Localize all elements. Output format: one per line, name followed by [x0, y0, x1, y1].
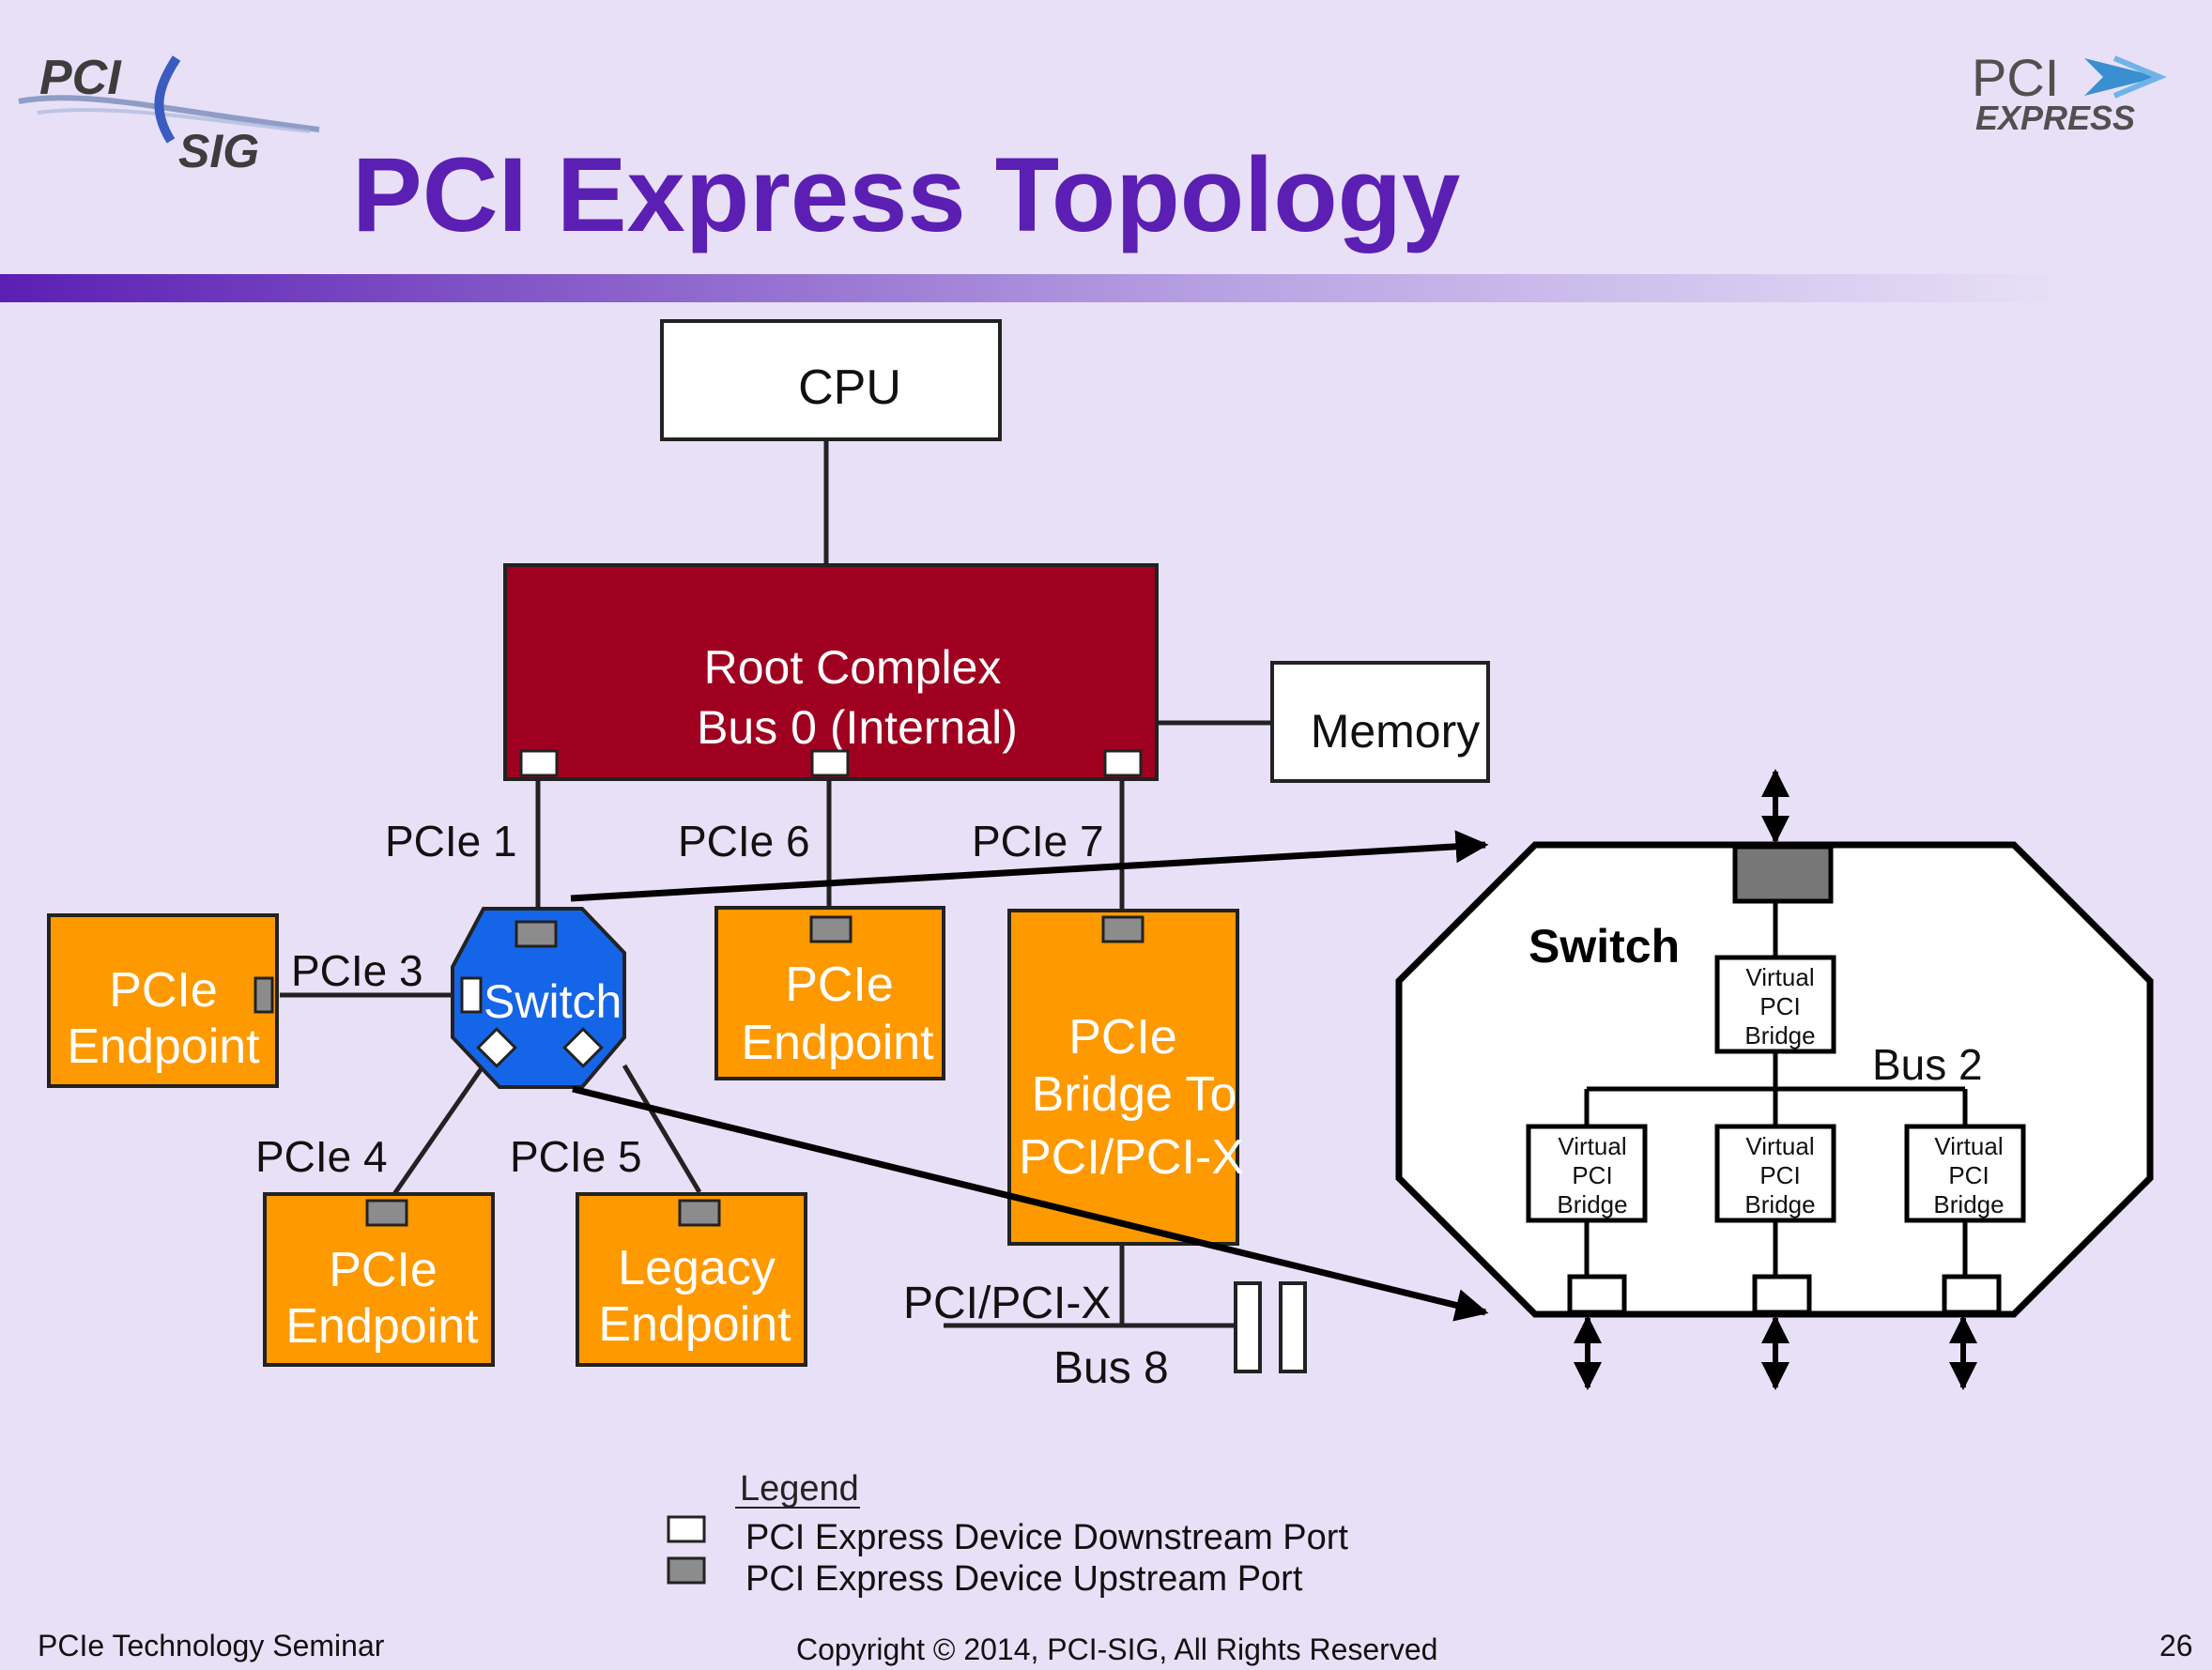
switch-detail-downstream-port-1 [1567, 1274, 1627, 1315]
vpb-center-line2: PCI [1759, 1161, 1800, 1189]
pcie-logo: PCI EXPRESS [1972, 48, 2167, 137]
switch-detail-title: Switch [1528, 920, 1680, 973]
vpb-right-line1: Virtual [1934, 1132, 2003, 1160]
switch-small: Switch [451, 907, 626, 1089]
cpu-box: CPU [660, 319, 1002, 441]
virtual-pci-bridge-left: Virtual PCI Bridge [1526, 1124, 1648, 1223]
root-downstream-port-1 [519, 749, 559, 777]
vpb-right-line3: Bridge [1933, 1190, 2004, 1218]
switch-detail: Switch Bus 2 Virtual PCI Bridge Virtual [1395, 769, 2154, 1390]
root-downstream-port-7 [1103, 749, 1143, 777]
legend-downstream-label: PCI Express Device Downstream Port [745, 1518, 1348, 1557]
footer-left: PCIe Technology Seminar [38, 1629, 385, 1662]
legend-downstream-swatch [667, 1515, 706, 1543]
bridge-upstream-port [1101, 915, 1144, 943]
legend: Legend PCI Express Device Downstream Por… [667, 1469, 1348, 1599]
vpb-center-line1: Virtual [1745, 1132, 1814, 1160]
pcie-logo-top-text: PCI [1972, 48, 2059, 107]
legacy-line1: Legacy [618, 1241, 776, 1295]
title-underline-bar [0, 274, 2066, 302]
switch-detail-upstream-port [1732, 844, 1834, 904]
page-title: PCI Express Topology [352, 136, 1460, 253]
endpoint-bottom-line2: Endpoint [285, 1299, 479, 1354]
switch-upstream-port [515, 920, 558, 948]
vpb-left-line1: Virtual [1558, 1132, 1626, 1160]
pcisig-logo: PCI SIG [18, 51, 320, 177]
endpoint-left-line1: PCIe [109, 963, 218, 1018]
vpb-top-line1: Virtual [1745, 963, 1814, 991]
root-complex-title: Root Complex [704, 641, 1002, 694]
pci-bus: PCI/PCI-X Bus 8 [903, 1279, 1307, 1393]
bridge-line2: Bridge To [1032, 1067, 1237, 1122]
footer-page-number: 26 [2159, 1629, 2193, 1662]
endpoint-middle-line2: Endpoint [741, 1016, 934, 1070]
virtual-pci-bridge-center: Virtual PCI Bridge [1714, 1124, 1836, 1223]
link-label-pcie4: PCIe 4 [255, 1132, 388, 1181]
endpoint-middle-upstream-port [809, 915, 853, 943]
pci-slot-1 [1234, 1281, 1262, 1373]
link-label-pcie6: PCIe 6 [678, 817, 810, 866]
link-label-pcie5: PCIe 5 [510, 1132, 642, 1181]
memory-label: Memory [1311, 705, 1481, 758]
endpoint-left-line2: Endpoint [67, 1019, 260, 1074]
switch-downstream-port-bottom-left [476, 1027, 517, 1068]
pcie-bridge: PCIe Bridge To PCI/PCI-X [1007, 909, 1244, 1246]
legacy-line2: Endpoint [598, 1297, 791, 1352]
memory-box: Memory [1270, 661, 1490, 783]
cpu-label: CPU [798, 360, 901, 415]
pcisig-logo-bottom-text: SIG [178, 125, 259, 177]
footer-copyright: Copyright © 2014, PCI-SIG, All Rights Re… [796, 1632, 1437, 1666]
root-downstream-port-6 [810, 749, 850, 777]
virtual-pci-bridge-top: Virtual PCI Bridge [1714, 955, 1836, 1054]
pcie-logo-bottom-text: EXPRESS [1975, 99, 2135, 137]
switch-downstream-port-bottom-right [562, 1027, 604, 1068]
bridge-line1: PCIe [1068, 1010, 1177, 1065]
endpoint-left-upstream-port [253, 976, 274, 1014]
endpoint-middle-line1: PCIe [785, 958, 894, 1012]
legacy-endpoint: Legacy Endpoint [576, 1192, 807, 1367]
link-label-pcie3: PCIe 3 [291, 946, 423, 995]
switch-detail-bus-label: Bus 2 [1872, 1040, 1983, 1089]
vpb-top-line2: PCI [1759, 992, 1800, 1020]
connection-lines [280, 439, 1272, 1328]
root-complex: Root Complex Bus 0 (Internal) [503, 563, 1159, 781]
switch-small-label: Switch [484, 975, 622, 1028]
pcisig-logo-top-text: PCI [39, 51, 122, 105]
legend-upstream-swatch [667, 1556, 706, 1585]
switch-downstream-port-left [460, 976, 483, 1014]
pcie-endpoint-left: PCIe Endpoint [47, 913, 279, 1088]
pcie-endpoint-bottom: PCIe Endpoint [263, 1192, 495, 1367]
root-complex-bus: Bus 0 (Internal) [697, 701, 1018, 754]
vpb-top-line3: Bridge [1744, 1021, 1815, 1049]
link-label-pcie1: PCIe 1 [385, 817, 517, 866]
bridge-line3: PCI/PCI-X [1019, 1130, 1244, 1185]
pci-slot-2 [1279, 1281, 1307, 1373]
vpb-left-line3: Bridge [1557, 1190, 1627, 1218]
link-label-pcie7: PCIe 7 [972, 817, 1104, 866]
vpb-left-line2: PCI [1572, 1161, 1612, 1189]
vpb-center-line3: Bridge [1744, 1190, 1815, 1218]
legend-title: Legend [740, 1469, 859, 1509]
virtual-pci-bridge-right: Virtual PCI Bridge [1904, 1124, 2026, 1223]
endpoint-bottom-upstream-port [365, 1199, 408, 1227]
pci-bus-label: PCI/PCI-X [903, 1279, 1111, 1328]
vpb-right-line2: PCI [1948, 1161, 1989, 1189]
switch-detail-downstream-port-2 [1752, 1274, 1812, 1315]
pci-bus-number: Bus 8 [1053, 1343, 1169, 1393]
pcie-endpoint-middle: PCIe Endpoint [714, 906, 945, 1080]
switch-detail-downstream-port-3 [1942, 1274, 2002, 1315]
legacy-upstream-port [678, 1199, 721, 1227]
legend-upstream-label: PCI Express Device Upstream Port [745, 1559, 1303, 1599]
zoom-arrows [570, 830, 1489, 1322]
endpoint-bottom-line1: PCIe [329, 1243, 438, 1297]
